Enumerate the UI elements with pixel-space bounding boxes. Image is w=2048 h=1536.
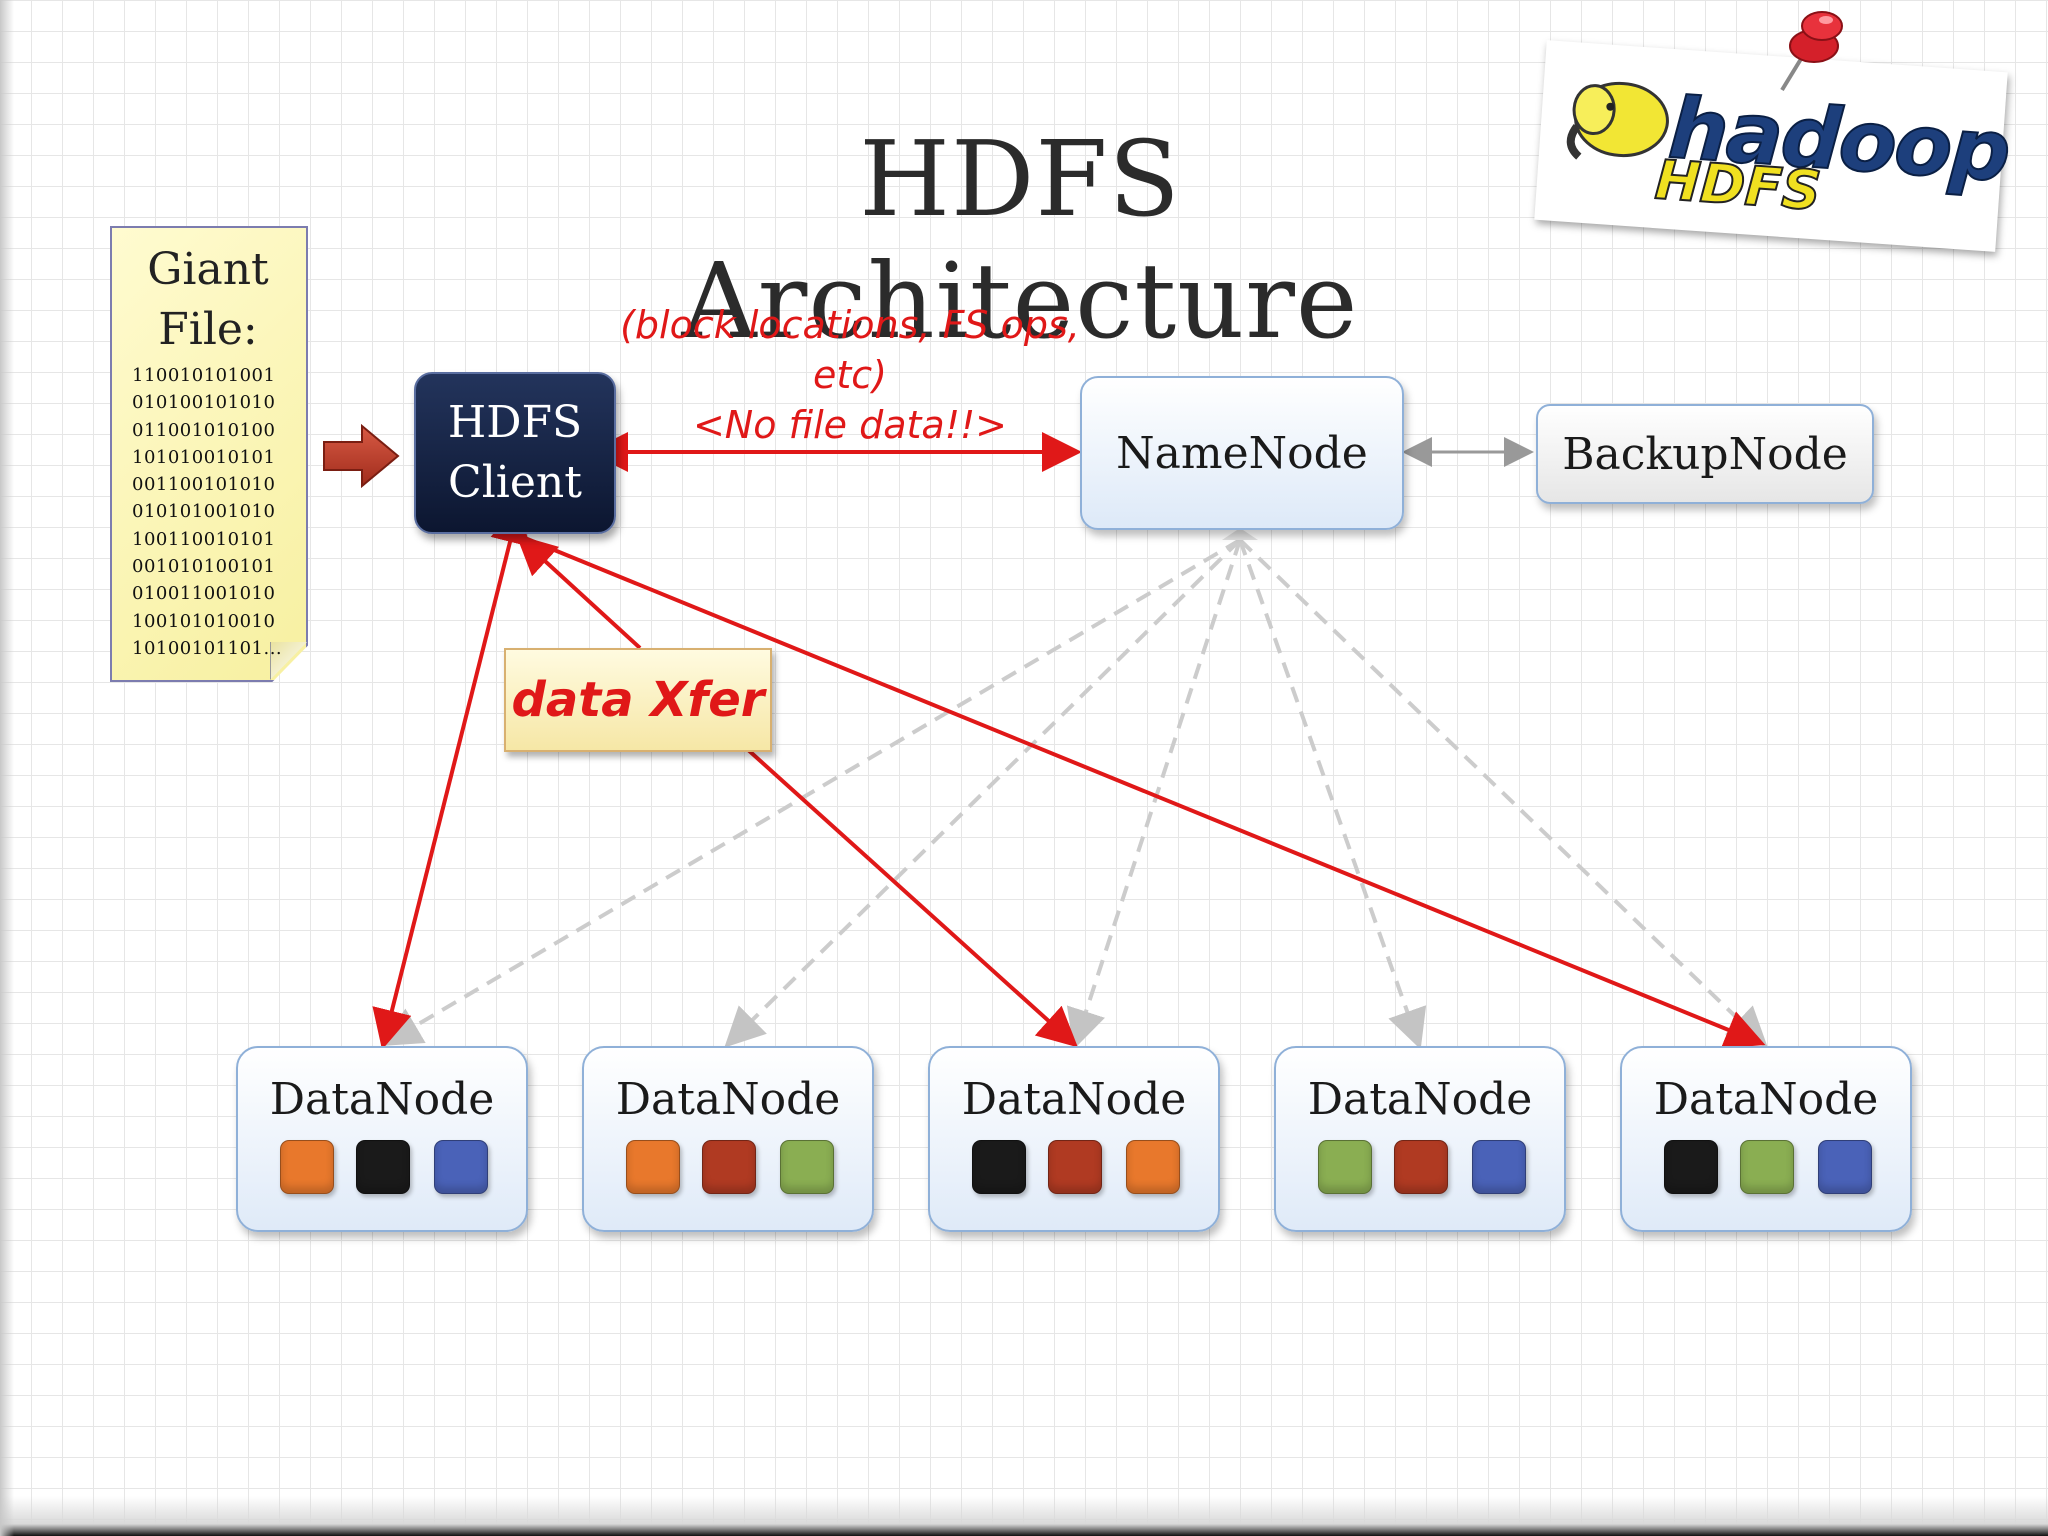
binary-line: 010101001010 <box>132 501 276 523</box>
binary-line: 100101010010 <box>132 610 276 632</box>
binary-line: 010011001010 <box>132 583 276 605</box>
annotation-line2: <No file data!!> <box>692 403 1008 447</box>
datanode-3[interactable]: DataNode <box>928 1046 1220 1232</box>
client-label-line1: HDFS <box>447 397 583 448</box>
backupnode[interactable]: BackupNode <box>1536 404 1874 504</box>
giant-file-title-line2: File: <box>158 304 258 355</box>
data-block <box>434 1140 488 1194</box>
data-block <box>780 1140 834 1194</box>
data-block <box>702 1140 756 1194</box>
namenode-datanode-links <box>381 538 1768 1050</box>
binary-line: 001010100101 <box>132 556 276 578</box>
data-block <box>1664 1140 1718 1194</box>
backupnode-label: BackupNode <box>1562 428 1848 480</box>
datanode-label: DataNode <box>615 1074 841 1125</box>
data-block <box>972 1140 1026 1194</box>
giant-file-title-line1: Giant <box>147 244 269 295</box>
binary-line: 10100101101... <box>132 637 283 659</box>
annotation-line1: (block locations, FS ops, etc) <box>620 303 1080 397</box>
data-block <box>1126 1140 1180 1194</box>
logo-subtitle: HDFS <box>1652 147 1824 223</box>
data-block <box>1048 1140 1102 1194</box>
giant-file-note <box>110 226 308 682</box>
datanode-2[interactable]: DataNode <box>582 1046 874 1232</box>
namenode-label: NameNode <box>1116 427 1368 479</box>
client-datanode-links <box>372 502 1766 1050</box>
binary-line: 001100101010 <box>132 474 276 496</box>
binary-line: 101010010101 <box>132 446 276 468</box>
namenode-link-annotation: (block locations, FS ops, etc) <No file … <box>580 300 1120 450</box>
datanode-4[interactable]: DataNode <box>1274 1046 1566 1232</box>
data-block <box>626 1140 680 1194</box>
data-block <box>1472 1140 1526 1194</box>
namenode[interactable]: NameNode <box>1080 376 1404 530</box>
giant-file-title: Giant File: <box>110 240 306 360</box>
page-title: HDFS Architecture <box>681 118 1359 362</box>
datanode-label: DataNode <box>1307 1074 1533 1125</box>
data-block <box>356 1140 410 1194</box>
hdfs-client-node[interactable]: HDFS Client <box>414 372 616 534</box>
binary-line: 011001010100 <box>132 419 276 441</box>
data-xfer-text: data Xfer <box>511 672 765 728</box>
data-block <box>1318 1140 1372 1194</box>
data-block <box>1818 1140 1872 1194</box>
binary-line: 100110010101 <box>132 528 276 550</box>
binary-content: 110010101001 010100101010 011001010100 1… <box>132 362 302 662</box>
elephant-icon <box>1566 81 1669 160</box>
datanode-5[interactable]: DataNode <box>1620 1046 1912 1232</box>
binary-line: 110010101001 <box>132 365 276 386</box>
pushpin-icon <box>1780 11 1843 92</box>
datanode-label: DataNode <box>269 1074 495 1125</box>
binary-line: 010100101010 <box>132 392 276 414</box>
data-block <box>1394 1140 1448 1194</box>
namenode-link-hub <box>1222 528 1258 540</box>
data-block <box>280 1140 334 1194</box>
datanode-label: DataNode <box>961 1074 1187 1125</box>
data-xfer-label: data Xfer <box>504 648 772 752</box>
datanode-label: DataNode <box>1653 1074 1879 1125</box>
slide-edge <box>0 0 14 1536</box>
hadoop-hdfs-logo: hadoop HDFS <box>1534 40 2013 252</box>
datanode-1[interactable]: DataNode <box>236 1046 528 1232</box>
client-label-line2: Client <box>448 457 582 508</box>
data-block <box>1740 1140 1794 1194</box>
file-input-arrow-icon <box>323 424 400 488</box>
